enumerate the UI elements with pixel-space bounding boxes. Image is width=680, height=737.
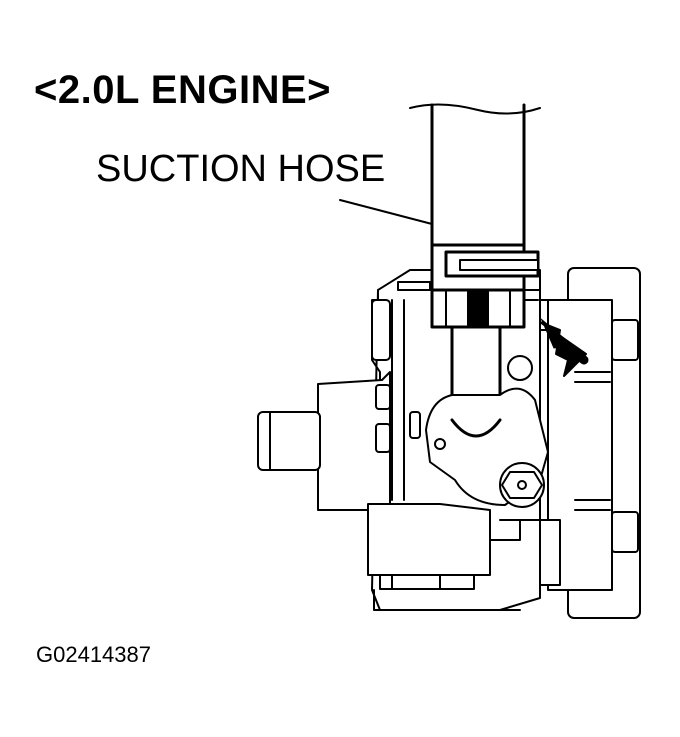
pressure-port-housing [257,371,421,511]
suction-hose-leader-line [339,199,433,225]
hose-clamp [430,243,540,329]
flange-bolt [499,462,545,508]
indicator-arrow [539,317,589,377]
mounting-bracket [537,267,641,619]
figure-id: G02414387 [36,642,151,667]
suction-hose-label: SUCTION HOSE [96,148,386,190]
diagram-title: <2.0L ENGINE> [34,68,332,112]
lower-housing [367,503,541,611]
suction-hose [409,103,541,247]
